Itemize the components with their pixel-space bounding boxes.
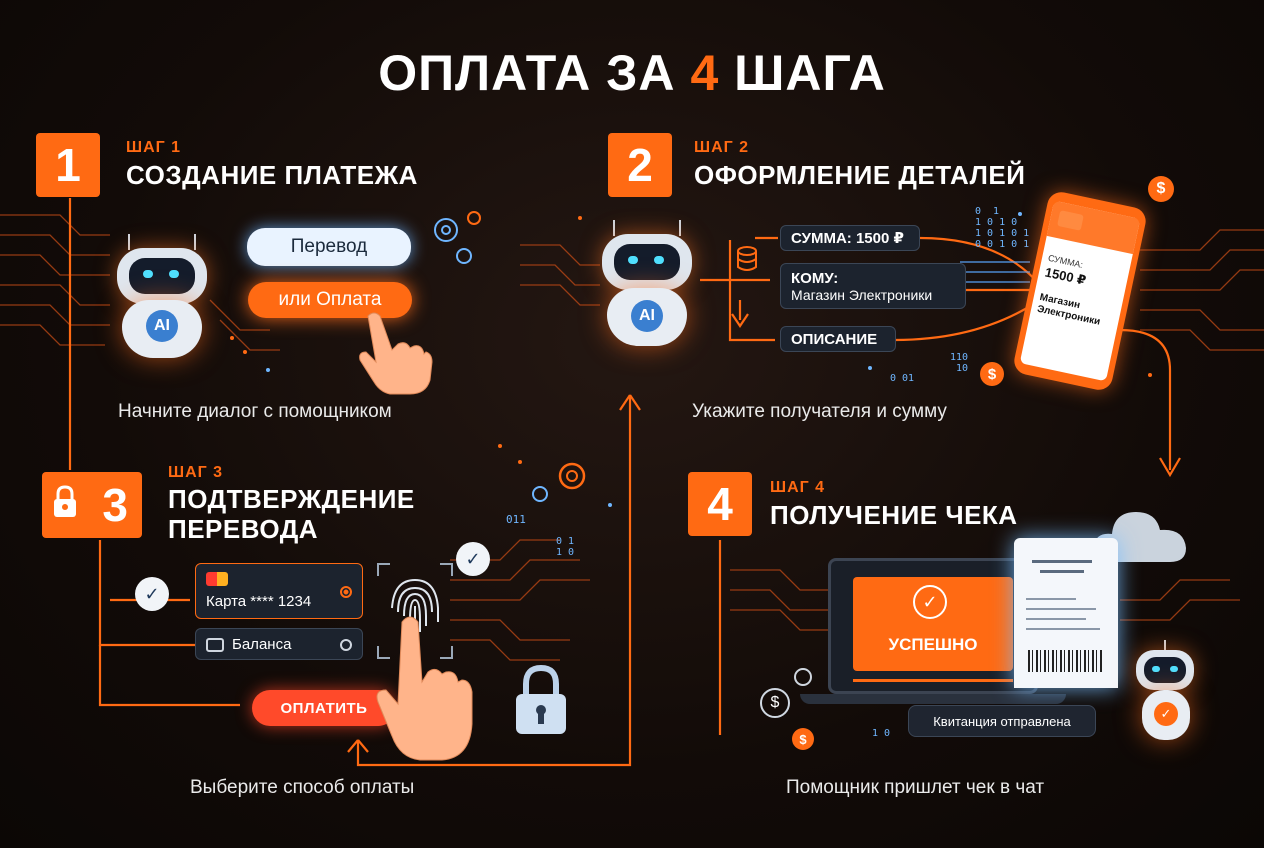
receipt (1014, 538, 1118, 688)
success-status: УСПЕШНО (888, 635, 978, 654)
gear-icon (434, 211, 481, 264)
step-1-caption: Начните диалог с помощником (118, 401, 392, 422)
step-3-number: 3 (42, 472, 142, 538)
binary-digits: 0 01 (890, 373, 915, 384)
laptop-base (800, 694, 1066, 704)
gear-icon (558, 462, 586, 490)
dollar-coin-icon: $ (1148, 176, 1174, 202)
pay-button[interactable]: ОПЛАТИТЬ (252, 690, 396, 726)
database-icon (737, 246, 757, 271)
step-1-name: СОЗДАНИЕ ПЛАТЕЖА (126, 160, 418, 190)
padlock-icon (54, 485, 76, 517)
chat-bubble-payment[interactable]: или Оплата (248, 282, 412, 318)
payment-option-balance[interactable]: Балансa (195, 628, 363, 660)
balance-radio[interactable] (340, 639, 352, 651)
checkmark-icon: ✓ (456, 542, 490, 576)
card-icon (206, 572, 228, 586)
card-option-label: Карта **** 1234 (206, 593, 312, 610)
step-1-robot: AI (112, 228, 212, 358)
laptop-screen: ✓ УСПЕШНО (828, 558, 1038, 694)
step-4-label: ШАГ 4 (770, 479, 826, 496)
barcode (1028, 650, 1104, 672)
step-2-robot: AI (597, 218, 697, 348)
step-1-label: ШАГ 1 (126, 139, 182, 156)
step-4-robot: ✓ (1128, 640, 1204, 744)
binary-digits: 011 (506, 513, 526, 526)
recipient-label: КОМУ: (791, 269, 839, 287)
description-field[interactable]: ОПИСАНИЕ (780, 326, 896, 352)
wallet-icon (206, 638, 224, 652)
step-4-number: 4 (688, 472, 752, 536)
step-1-number: 1 (36, 133, 100, 197)
step-2-name: ОФОРМЛЕНИЕ ДЕТАЛЕЙ (694, 160, 1026, 190)
step-4-caption: Помощник пришлет чек в чат (786, 777, 1045, 798)
chat-bubble-transfer[interactable]: Перевод (247, 228, 411, 266)
pointing-hand-icon (359, 312, 433, 395)
step-3-caption: Выберите способ оплаты (190, 777, 415, 798)
amount-field[interactable]: СУММА: 1500 ₽ (780, 225, 920, 251)
step-3-label: ШАГ 3 (168, 464, 224, 481)
step-4-name: ПОЛУЧЕНИЕ ЧЕКА (770, 500, 1018, 530)
checkmark-icon: ✓ (1154, 702, 1178, 726)
ai-badge: AI (631, 300, 663, 332)
checkmark-icon: ✓ (913, 585, 947, 619)
fingerprint-icon (377, 563, 453, 659)
binary-digits: 0 1 1 0 (556, 536, 575, 558)
gear-icon (794, 668, 812, 686)
dollar-coin-icon: $ (792, 728, 814, 750)
gear-icon (532, 486, 548, 502)
step-3-name-line2: ПЕРЕВОДА (168, 514, 319, 544)
padlock-icon (516, 664, 566, 734)
dollar-coin-icon: $ (760, 688, 790, 718)
binary-digits: 1 0 (872, 728, 891, 739)
receipt-sent-toast: Квитанция отправлена (908, 705, 1096, 737)
step-2-caption: Укажите получателя и сумму (692, 401, 947, 422)
balance-option-label: Балансa (232, 635, 292, 653)
recipient-value: Магазин Электроники (791, 286, 933, 303)
step-2-label: ШАГ 2 (694, 139, 750, 156)
checkmark-icon: ✓ (135, 577, 169, 611)
payment-option-card[interactable]: Карта **** 1234 (195, 563, 363, 619)
step-2-number: 2 (608, 133, 672, 197)
page-title: ОПЛАТА ЗА 4 ШАГА (378, 45, 886, 101)
step-3-name-line1: ПОДТВЕРЖДЕНИЕ (168, 484, 415, 514)
dollar-coin-icon: $ (980, 362, 1004, 386)
ai-badge: AI (146, 310, 178, 342)
binary-digits: 0 1 1 0 1 0 1 0 1 0 1 0 0 1 0 1 (975, 206, 1030, 250)
pointing-hand-icon (376, 616, 473, 761)
card-radio[interactable] (340, 586, 352, 598)
binary-digits: 110 10 (950, 352, 969, 374)
recipient-field[interactable]: КОМУ: Магазин Электроники (780, 263, 966, 309)
